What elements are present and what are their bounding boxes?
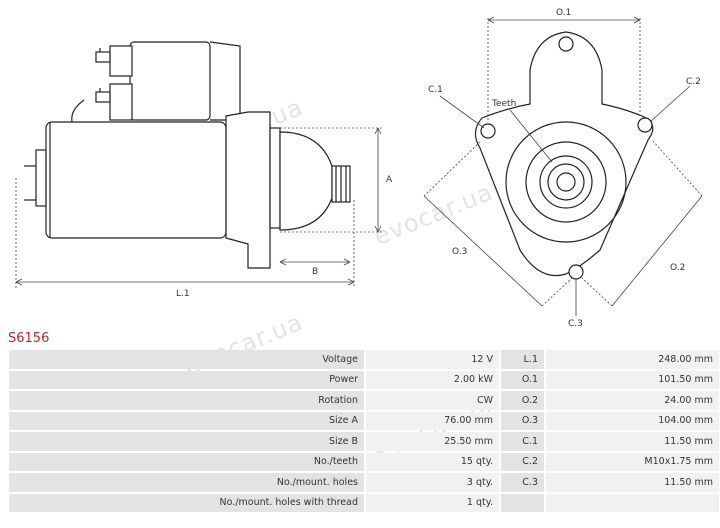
dimension-value: 101.50 mm <box>546 370 719 389</box>
dimension-label: C.3 <box>501 473 544 492</box>
technical-drawing: L.1 A B O.1 O.3 O.2 C. <box>15 8 703 328</box>
dimension-value: 104.00 mm <box>546 411 719 430</box>
spec-value: 25.50 mm <box>366 432 499 451</box>
dim-label-teeth: Teeth <box>491 99 516 109</box>
spec-value: 15 qty. <box>366 452 499 471</box>
dimension-label: O.2 <box>501 391 544 410</box>
dim-label-l1: L.1 <box>176 289 190 299</box>
dimension-label: C.2 <box>501 452 544 471</box>
dim-label-c3: C.3 <box>568 319 583 328</box>
dim-label-a: A <box>386 175 393 185</box>
side-view-dimensions: L.1 A B <box>15 127 393 299</box>
dimension-label: O.1 <box>501 370 544 389</box>
spec-value: 12 V <box>366 350 499 369</box>
spec-label: No./mount. holes <box>9 473 364 492</box>
spec-label: No./mount. holes with thread <box>9 493 364 512</box>
dimension-label: C.1 <box>501 432 544 451</box>
dim-label-b: B <box>312 267 318 277</box>
spec-value: 1 qty. <box>366 493 499 512</box>
spec-label: Voltage <box>9 350 364 369</box>
spec-label: Rotation <box>9 391 364 410</box>
spec-value: CW <box>366 391 499 410</box>
dimension-label <box>501 493 544 512</box>
dim-label-o2: O.2 <box>670 263 685 273</box>
front-view-dimensions: O.1 O.3 O.2 C.1 C.2 C.3 Teeth <box>423 8 703 328</box>
dimension-value: 248.00 mm <box>546 350 719 369</box>
dimension-value <box>546 493 719 512</box>
dim-label-c1: C.1 <box>428 85 443 95</box>
dim-label-o1: O.1 <box>556 8 571 18</box>
spec-value: 2.00 kW <box>366 370 499 389</box>
spec-label: Size B <box>9 432 364 451</box>
spec-value: 76.00 mm <box>366 411 499 430</box>
spec-value: 3 qty. <box>366 473 499 492</box>
dimension-label: O.3 <box>501 411 544 430</box>
spec-label: No./teeth <box>9 452 364 471</box>
dimension-value: 24.00 mm <box>546 391 719 410</box>
dimension-label: L.1 <box>501 350 544 369</box>
part-number: S6156 <box>8 331 50 346</box>
starter-side-view <box>24 41 351 269</box>
dimension-value: 11.50 mm <box>546 473 719 492</box>
spec-label: Size A <box>9 411 364 430</box>
spec-label: Power <box>9 370 364 389</box>
dimension-value: 11.50 mm <box>546 432 719 451</box>
starter-front-view <box>474 31 654 280</box>
dimension-value: M10x1.75 mm <box>546 452 719 471</box>
dim-label-o3: O.3 <box>452 247 467 257</box>
dim-label-c2: C.2 <box>686 77 701 87</box>
